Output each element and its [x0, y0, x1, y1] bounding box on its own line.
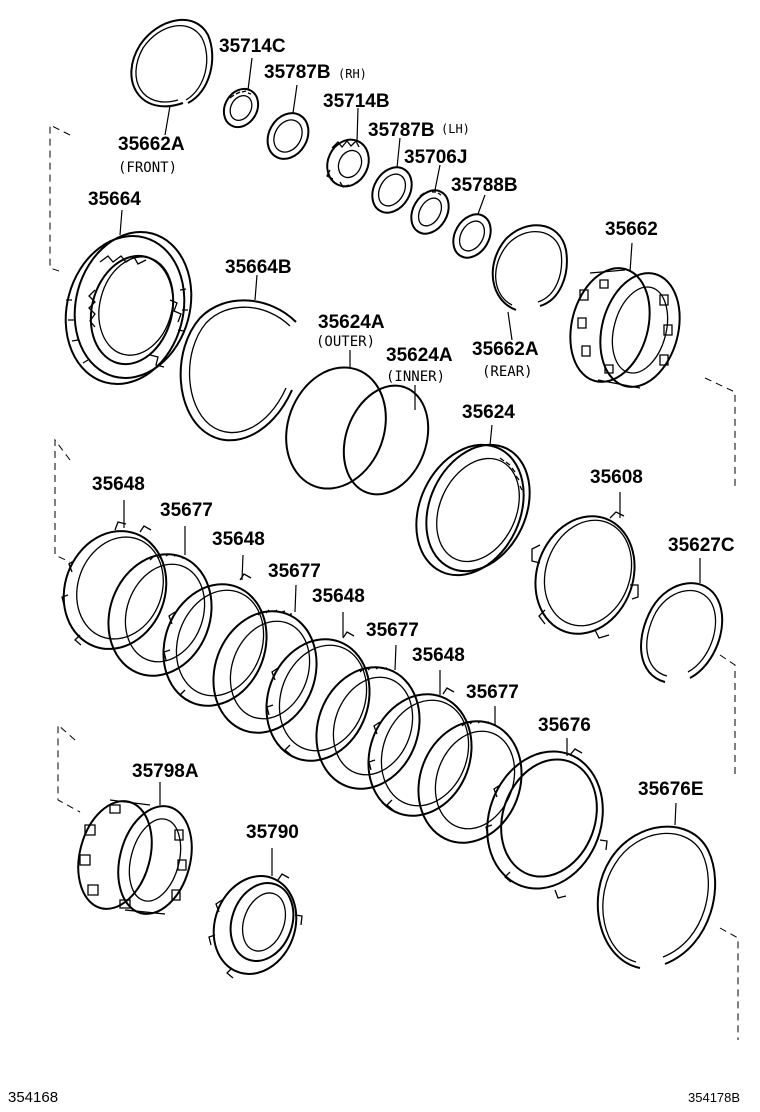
label-35677-2: 35677	[268, 561, 321, 582]
retainer-35608[interactable]	[519, 502, 650, 648]
leader-35677-3	[394, 644, 397, 671]
footer-code-right: 354178B	[688, 1090, 740, 1105]
snap-ring-35664b[interactable]	[179, 299, 297, 442]
label-35624A-inner: 35624A	[386, 345, 453, 366]
label-35662A-front-note: (FRONT)	[118, 160, 177, 176]
label-35714B: 35714B	[323, 91, 390, 112]
label-35677-3: 35677	[366, 620, 419, 641]
seal-outer-35624a[interactable]	[270, 353, 403, 502]
leader-35714C	[247, 57, 253, 91]
race-35788b[interactable]	[446, 208, 498, 265]
clutch-plate-35677-2[interactable]	[197, 597, 333, 748]
leader-35788B	[477, 194, 486, 215]
race-35787b-rh[interactable]	[260, 106, 317, 167]
leader-35676E	[674, 802, 677, 826]
label-35677-1: 35677	[160, 500, 213, 521]
part-labels: 35714C 35787B (RH) 35714B 35787B (LH) 35…	[88, 36, 735, 843]
clutch-disc-35648-2[interactable]	[147, 570, 283, 721]
leader-35664	[119, 209, 123, 236]
thrust-washer-35714c[interactable]	[217, 83, 265, 134]
label-35798A: 35798A	[132, 761, 199, 782]
race-35787b-lh[interactable]	[364, 160, 419, 220]
leader-35662A-rear	[507, 311, 513, 341]
leader-35706J	[434, 164, 441, 191]
label-35787B-lh-note: (LH)	[441, 122, 470, 136]
label-35648-2: 35648	[212, 529, 265, 550]
bearing-35714b[interactable]	[320, 133, 377, 193]
clutch-disc-35648-3[interactable]	[250, 625, 386, 776]
clutch-disc-35648-4[interactable]	[352, 680, 488, 831]
piston-35624[interactable]	[396, 427, 549, 593]
snap-ring-front[interactable]	[130, 18, 214, 108]
label-35787B-lh: 35787B	[368, 120, 435, 141]
snap-ring-35627c[interactable]	[640, 582, 724, 683]
label-35714C: 35714C	[219, 36, 286, 57]
bearing-35790[interactable]	[200, 864, 309, 985]
label-35662A-front: 35662A	[118, 134, 185, 155]
leader-35648-2	[241, 554, 244, 581]
clutch-disc-35648-1[interactable]	[47, 517, 182, 664]
label-35648-1: 35648	[92, 474, 145, 495]
label-35790: 35790	[246, 822, 299, 843]
leader-35787B-rh	[292, 84, 298, 114]
label-35706J: 35706J	[404, 147, 467, 168]
leader-35624	[489, 424, 493, 446]
label-35664B: 35664B	[225, 257, 292, 278]
leader-35664B	[254, 274, 258, 301]
label-35608: 35608	[590, 467, 643, 488]
label-35627C: 35627C	[668, 535, 735, 556]
label-35648-3: 35648	[312, 586, 365, 607]
label-35787B-rh: 35787B	[264, 62, 331, 83]
clutch-drum-35664[interactable]	[50, 219, 208, 398]
label-35624: 35624	[462, 402, 515, 423]
footer-code-left: 354168	[8, 1089, 58, 1106]
label-35648-4: 35648	[412, 645, 465, 666]
leader-35677-2	[294, 584, 297, 613]
label-35662A-rear-note: (REAR)	[482, 364, 533, 380]
label-35662: 35662	[605, 219, 658, 240]
label-35676E: 35676E	[638, 779, 704, 800]
flange-35676[interactable]	[468, 735, 621, 905]
bearing-35706j[interactable]	[404, 184, 456, 241]
seal-inner-35624a[interactable]	[329, 374, 442, 507]
clutch-plate-35677-1[interactable]	[92, 540, 228, 691]
leader-35662	[629, 242, 633, 273]
label-35677-4: 35677	[466, 682, 519, 703]
label-35624A-outer: 35624A	[318, 312, 385, 333]
one-way-clutch-35798a[interactable]	[67, 793, 203, 922]
label-35788B: 35788B	[451, 175, 518, 196]
label-35662A-rear: 35662A	[472, 339, 539, 360]
leader-35787B-lh	[396, 137, 401, 169]
label-35664: 35664	[88, 189, 141, 210]
dashed-guides	[49, 124, 739, 1040]
snap-ring-35676e[interactable]	[596, 825, 717, 969]
clutch-plate-35677-3[interactable]	[300, 653, 436, 804]
label-35624A-outer-note: (OUTER)	[316, 334, 375, 350]
label-35676: 35676	[538, 715, 591, 736]
clutch-hub-35662[interactable]	[558, 259, 691, 396]
leader-35662A-front	[164, 105, 171, 136]
label-35624A-inner-note: (INNER)	[386, 369, 445, 385]
leader-35714B	[356, 107, 359, 143]
snap-ring-rear[interactable]	[491, 224, 568, 311]
label-35787B-rh-note: (RH)	[338, 67, 367, 81]
